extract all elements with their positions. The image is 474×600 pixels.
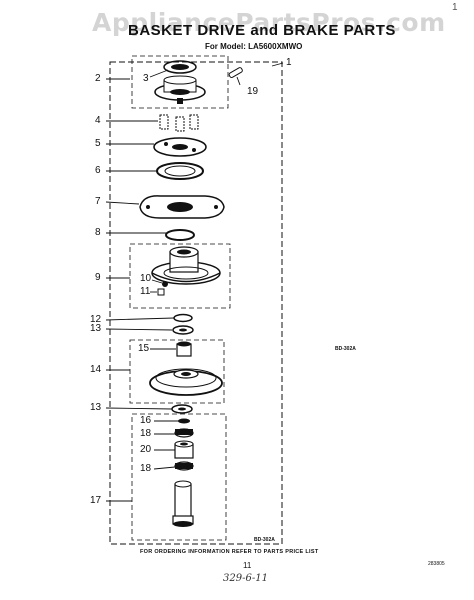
callout-17: 17 bbox=[90, 495, 102, 506]
callout-4: 4 bbox=[95, 115, 101, 126]
reference-code: 283805 bbox=[428, 561, 445, 567]
page-number: 11 bbox=[243, 561, 252, 570]
ordering-footer: FOR ORDERING INFORMATION REFER TO PARTS … bbox=[140, 549, 319, 555]
leader-lines bbox=[105, 62, 284, 502]
group-box-17 bbox=[131, 413, 227, 541]
group-box-14 bbox=[129, 339, 225, 404]
drawing-code-mid: BD-302A bbox=[335, 346, 356, 352]
callout-16: 16 bbox=[140, 415, 152, 426]
callout-2: 2 bbox=[95, 73, 101, 84]
drawing-code-bottom: BD-302A bbox=[254, 537, 275, 543]
callout-1: 1 bbox=[286, 57, 292, 68]
callout-11: 11 bbox=[140, 286, 151, 297]
group-box-9 bbox=[129, 243, 231, 309]
part-12 bbox=[173, 313, 193, 323]
part-11 bbox=[157, 288, 165, 296]
callout-8: 8 bbox=[95, 227, 101, 238]
callout-7: 7 bbox=[95, 196, 101, 207]
part-19-pin bbox=[228, 67, 243, 79]
callout-18-lower: 18 bbox=[140, 463, 152, 474]
part-3-washer bbox=[163, 60, 197, 74]
callout-19: 19 bbox=[247, 86, 259, 97]
callout-14: 14 bbox=[90, 364, 102, 375]
callout-20: 20 bbox=[140, 444, 152, 455]
part-17-shaft bbox=[174, 483, 192, 519]
handwritten-note: 329-6-11 bbox=[223, 573, 268, 584]
callout-6: 6 bbox=[95, 165, 101, 176]
watermark: AppliancePartsPros.com bbox=[92, 8, 446, 37]
group-box-2 bbox=[131, 55, 229, 109]
callout-3: 3 bbox=[143, 73, 149, 84]
callout-13-lower: 13 bbox=[90, 402, 102, 413]
callout-5: 5 bbox=[95, 138, 101, 149]
assembly-frame bbox=[109, 61, 283, 545]
callout-18-upper: 18 bbox=[140, 428, 152, 439]
part-8-ring bbox=[165, 229, 195, 241]
callout-10: 10 bbox=[140, 273, 152, 284]
callout-15: 15 bbox=[138, 343, 150, 354]
corner-mark: 1 bbox=[452, 2, 458, 13]
part-10 bbox=[162, 281, 168, 287]
part-6-ring bbox=[156, 162, 204, 180]
callout-13-upper: 13 bbox=[90, 323, 102, 334]
page-title: BASKET DRIVE and BRAKE PARTS bbox=[128, 22, 396, 39]
part-16 bbox=[178, 418, 190, 424]
callout-12: 12 bbox=[90, 314, 102, 325]
callout-9: 9 bbox=[95, 272, 101, 283]
part-4-springs bbox=[159, 114, 199, 132]
model-subtitle: For Model: LA5600XMWO bbox=[205, 42, 303, 51]
